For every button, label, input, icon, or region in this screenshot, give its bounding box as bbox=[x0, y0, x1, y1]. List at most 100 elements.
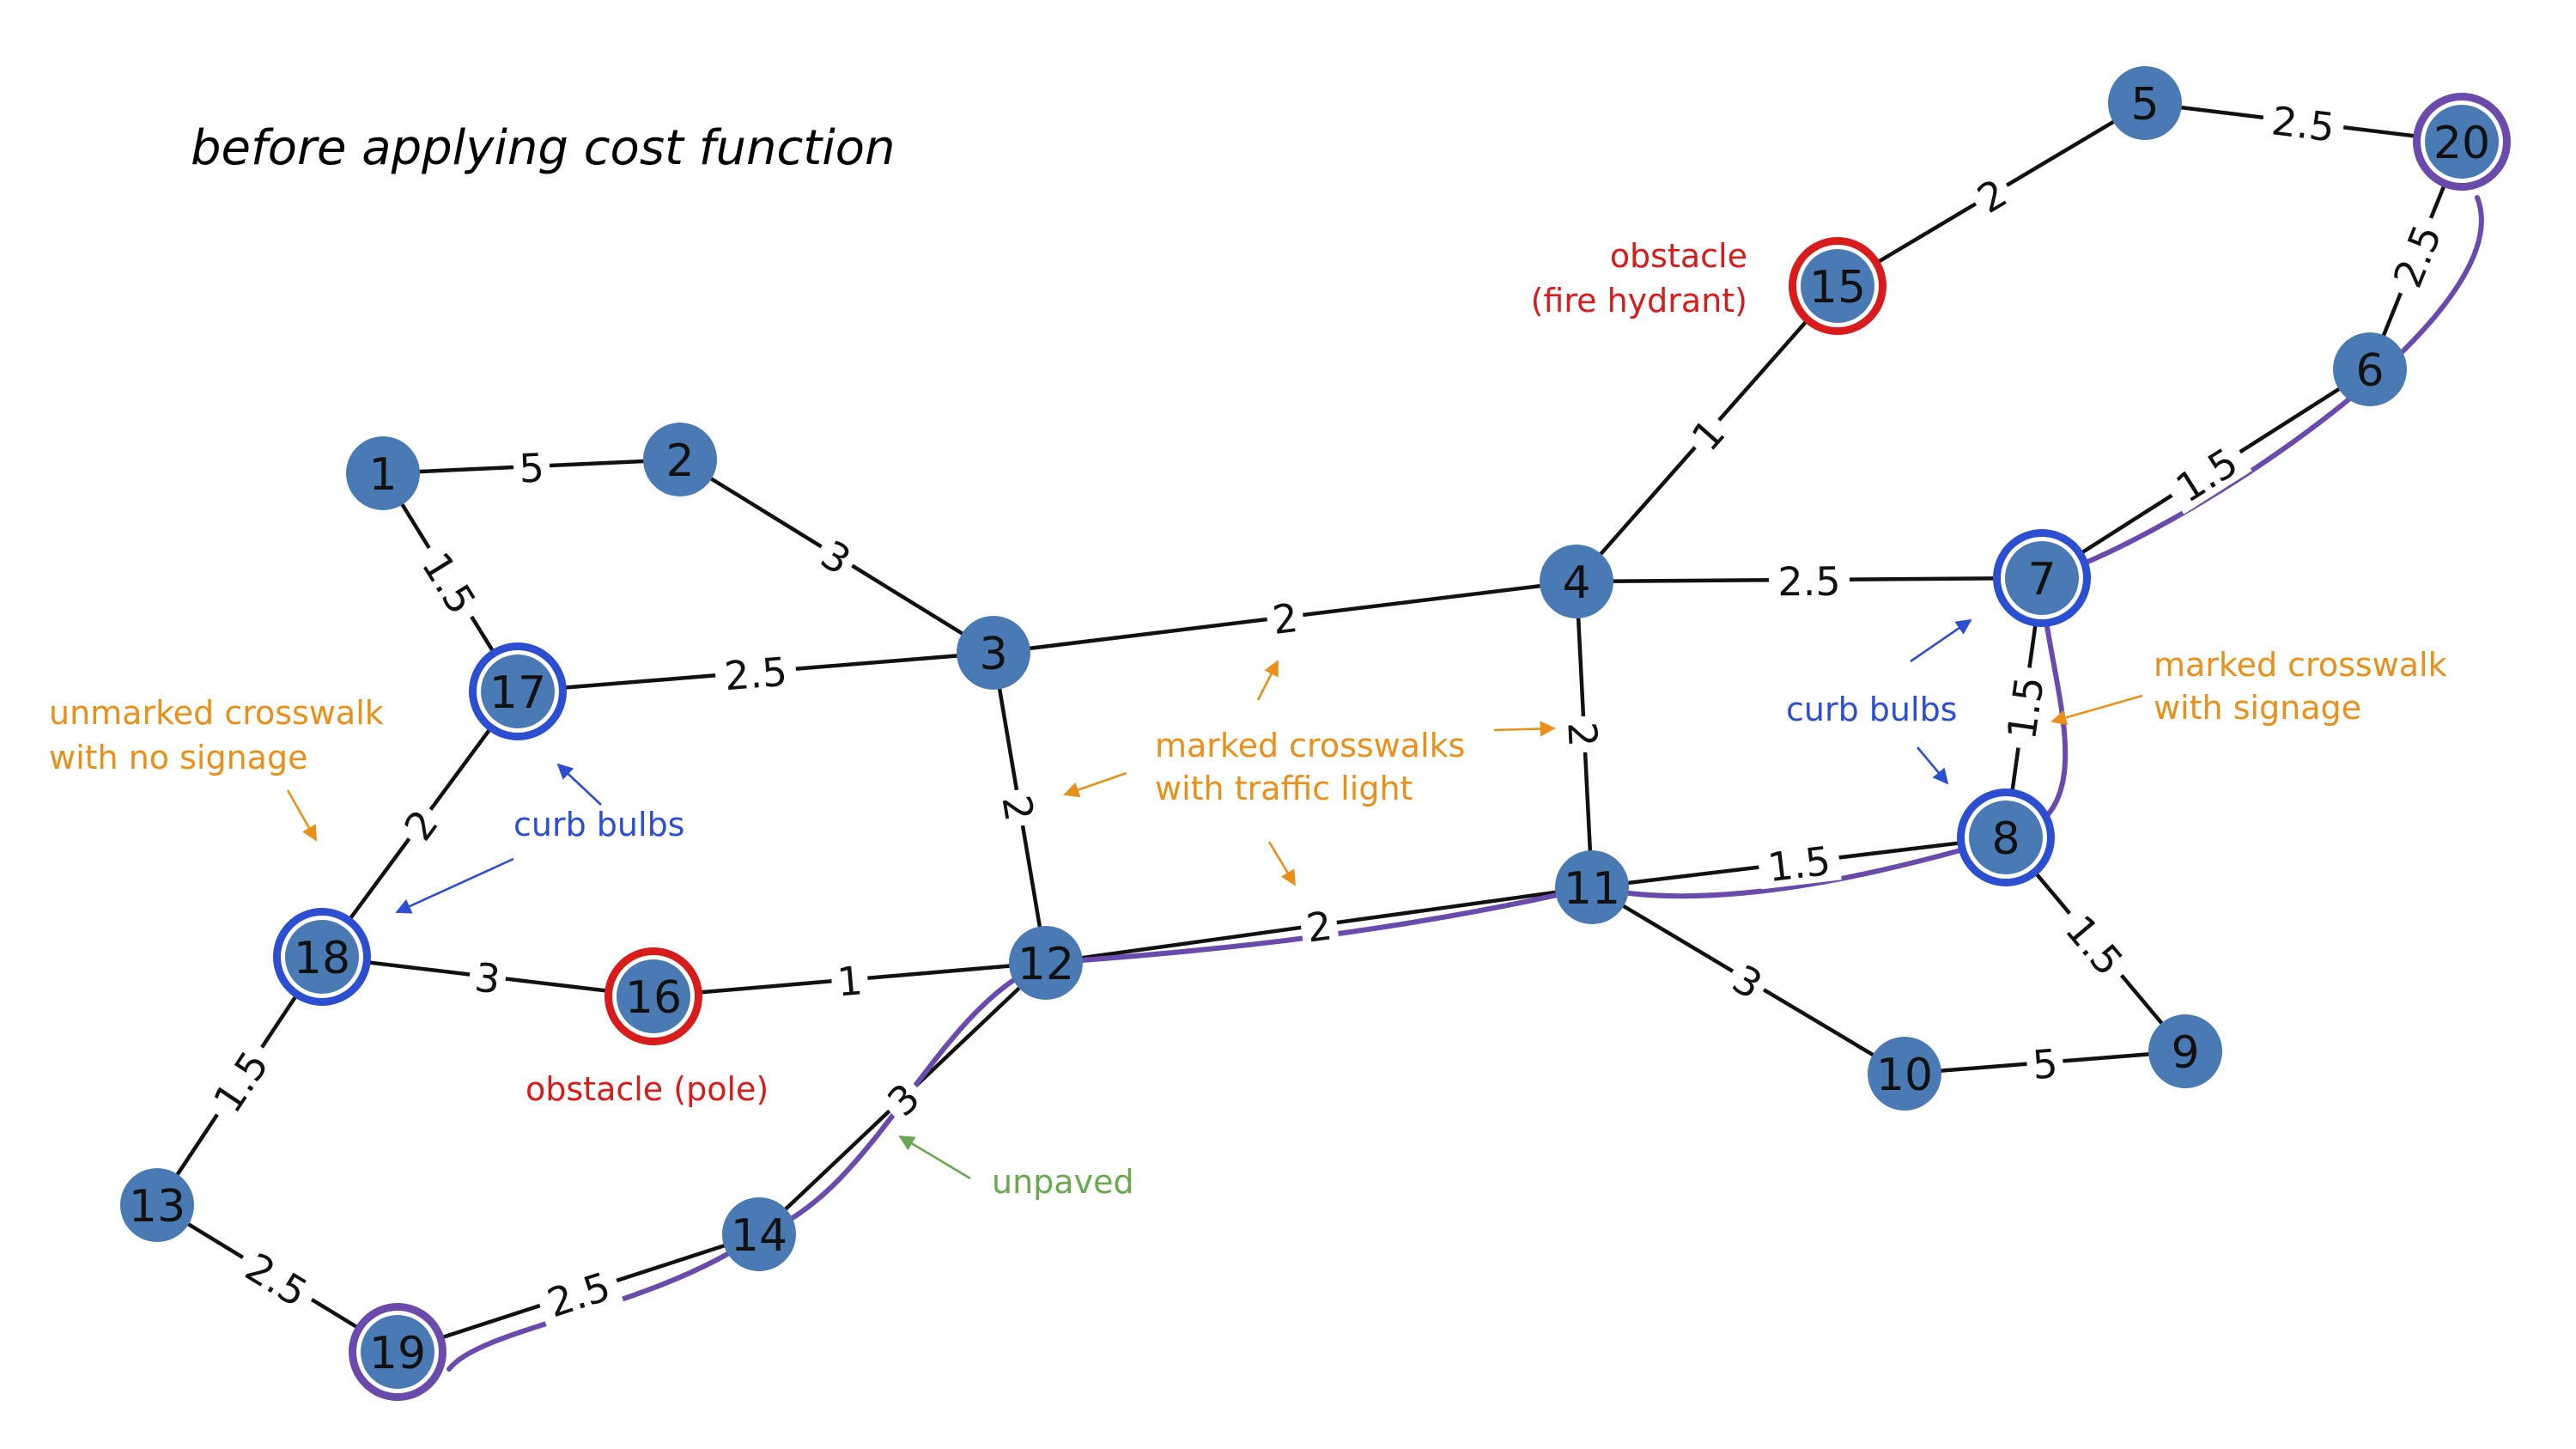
node-17: 17 bbox=[469, 642, 567, 740]
edge-weight-group: 3 bbox=[1721, 952, 1776, 1009]
edge-weight-background bbox=[1964, 166, 2019, 223]
edge-weight-group: 3 bbox=[467, 952, 508, 1003]
edge-weight-background bbox=[809, 527, 865, 585]
node-label: 9 bbox=[2171, 1027, 2199, 1079]
edge-weight-background bbox=[467, 952, 508, 1002]
edge-weight-background bbox=[2160, 433, 2252, 514]
node-15: 15 bbox=[1789, 237, 1886, 335]
edge-weight-background bbox=[391, 796, 449, 852]
annotation-obstacle-fire-hydrant-line2: (fire hydrant) bbox=[1531, 282, 1747, 320]
node-18: 18 bbox=[273, 908, 371, 1006]
node-label: 19 bbox=[369, 1328, 426, 1379]
edge-weight-label: 2 bbox=[1270, 594, 1301, 643]
edge-weight-group: 1 bbox=[829, 955, 870, 1006]
node-circle bbox=[957, 616, 1030, 690]
node-circle bbox=[2333, 332, 2407, 406]
annotation-unmarked-crosswalk-line1: unmarked crosswalk bbox=[49, 694, 384, 732]
edge-weight-background bbox=[1678, 405, 1736, 462]
annotation-curb-bulbs-left: curb bulbs bbox=[513, 806, 684, 843]
node-12: 12 bbox=[1009, 926, 1083, 1000]
annotation-arrow-crosswalk-light-to-12-11 bbox=[1267, 841, 1297, 886]
node-8: 8 bbox=[1957, 788, 2055, 886]
edge-weight-background bbox=[198, 1034, 281, 1128]
node-circle bbox=[1801, 249, 1874, 323]
edge-weight-label: 2.5 bbox=[723, 648, 789, 700]
node-circle bbox=[1969, 801, 2043, 874]
node-11: 11 bbox=[1555, 850, 1629, 924]
annotation-marked-crosswalk-signage-line2: with signage bbox=[2154, 689, 2361, 727]
node-circle bbox=[722, 1197, 796, 1271]
edge-weight-background bbox=[2052, 898, 2139, 990]
edge-weight-background bbox=[2025, 1038, 2065, 1087]
node-label: 6 bbox=[2355, 345, 2384, 397]
edge-weight-background bbox=[873, 1069, 932, 1128]
node-circle bbox=[1009, 926, 1083, 1000]
edge-weight-background bbox=[2379, 210, 2452, 301]
annotation-arrow-crosswalk-signage bbox=[2050, 694, 2143, 726]
node-label: 12 bbox=[1018, 939, 1074, 990]
edge-weight-background bbox=[410, 536, 491, 629]
node-16: 16 bbox=[605, 947, 702, 1045]
edge-weight-label: 2 bbox=[1558, 721, 1606, 748]
edge-weight-background bbox=[1560, 715, 1608, 754]
node-4: 4 bbox=[1540, 545, 1613, 618]
node-circle bbox=[361, 1315, 434, 1389]
node-13: 13 bbox=[120, 1168, 194, 1242]
edge-weight-label: 1 bbox=[835, 957, 865, 1005]
annotation-arrow-crosswalk-light-to-4-11 bbox=[1493, 721, 1556, 737]
edge-weight-group: 1.5 bbox=[410, 536, 491, 629]
edge-weight-group: 2 bbox=[993, 786, 1045, 830]
node-label: 10 bbox=[1876, 1050, 1933, 1101]
edge-weight-group: 2.5 bbox=[231, 1238, 324, 1319]
node-label: 3 bbox=[979, 629, 1007, 680]
edge-weight-background bbox=[1297, 900, 1340, 950]
node-circle bbox=[346, 436, 420, 510]
annotation-arrow-unpaved bbox=[898, 1135, 971, 1180]
edge-weight-group: 5 bbox=[2025, 1038, 2065, 1088]
edge-weight-group: 2 bbox=[1558, 715, 1608, 754]
node-14: 14 bbox=[722, 1197, 796, 1271]
annotation-arrow-curb-bulbs-left-to-17 bbox=[556, 763, 602, 806]
edge-weight-label: 2.5 bbox=[2269, 97, 2337, 150]
node-label: 2 bbox=[665, 435, 694, 487]
edge-weight-group: 1.5 bbox=[2160, 433, 2252, 514]
node-circle bbox=[617, 959, 690, 1033]
route-layer bbox=[447, 195, 2484, 1372]
annotation-unpaved: unpaved bbox=[992, 1163, 1134, 1201]
node-19: 19 bbox=[349, 1303, 447, 1401]
node-20: 20 bbox=[2413, 93, 2511, 191]
edge-weight-group: 2 bbox=[391, 796, 449, 852]
annotation-marked-crosswalks-light-line1: marked crosswalks bbox=[1155, 727, 1465, 764]
edge-weight-background bbox=[1768, 557, 1850, 603]
edge-weight-background bbox=[1264, 593, 1306, 642]
edge-weight-group: 3 bbox=[809, 527, 865, 585]
node-circle bbox=[2005, 541, 2079, 615]
annotation-marked-crosswalk-signage-line1: marked crosswalk bbox=[2154, 646, 2447, 684]
node-label: 1 bbox=[368, 449, 397, 501]
node-6: 6 bbox=[2333, 332, 2407, 406]
edge-weight-group: 1.5 bbox=[1996, 664, 2053, 752]
node-label: 7 bbox=[2027, 554, 2056, 606]
edge-weight-background bbox=[829, 955, 870, 1004]
annotation-arrow-crosswalk-light-to-3-4 bbox=[1256, 660, 1279, 701]
annotation-obstacle-fire-hydrant-line1: obstacle bbox=[1610, 237, 1747, 275]
edge-weight-background bbox=[1996, 664, 2052, 752]
node-circle bbox=[1868, 1037, 1941, 1111]
node-label: 14 bbox=[731, 1210, 787, 1262]
node-circle bbox=[481, 654, 555, 728]
edge-weight-background bbox=[512, 443, 551, 490]
annotation-arrow-curb-bulbs-left-to-18 bbox=[395, 857, 514, 914]
annotation-arrow-unmarked-crosswalk bbox=[286, 789, 318, 842]
edge-weight-group: 2.5 bbox=[2260, 95, 2347, 151]
node-7: 7 bbox=[1993, 529, 2091, 627]
edge-weight-group: 1.5 bbox=[198, 1034, 281, 1128]
edge-weight-label: 1.5 bbox=[1998, 673, 2053, 742]
edge-weight-label: 1.5 bbox=[1765, 837, 1833, 891]
edge-weight-background bbox=[714, 646, 798, 698]
node-3: 3 bbox=[957, 616, 1030, 690]
edge-weight-group: 2.5 bbox=[2379, 210, 2452, 301]
edge-weight-group: 2 bbox=[1264, 593, 1306, 643]
node-label: 16 bbox=[625, 972, 682, 1024]
